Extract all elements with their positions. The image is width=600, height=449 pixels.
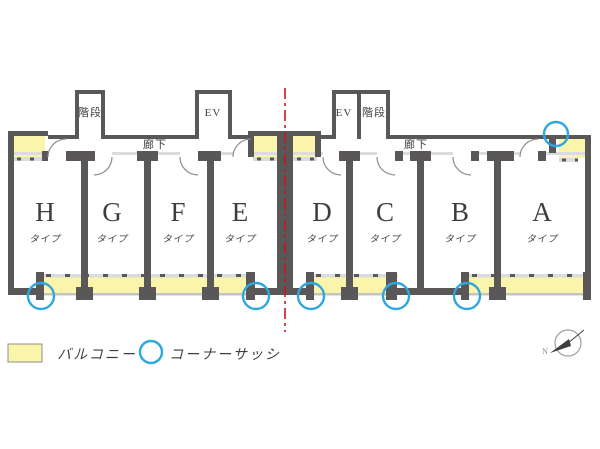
unit-letter-F: F — [170, 197, 185, 227]
door-arc-E — [232, 138, 252, 158]
compass-needle — [550, 339, 571, 353]
unit-labels: H タイプ G タイプ F タイプ E タイプ D タイプ C タイプ B タイ… — [29, 197, 559, 245]
compass: N — [542, 329, 585, 357]
stairs-left-label: 階段 — [78, 105, 102, 119]
door-arc-F — [179, 156, 199, 176]
corridor-right-label: 廊下 — [404, 137, 428, 151]
balcony-top-center-D — [293, 136, 317, 157]
legend-corner-sash-circle — [138, 339, 164, 365]
walls — [8, 90, 591, 300]
unit-type-E: タイプ — [224, 234, 257, 245]
door-arc-H — [47, 138, 67, 158]
unit-letter-C: C — [376, 197, 394, 227]
unit-type-B: タイプ — [444, 234, 477, 245]
unit-letter-A: A — [532, 197, 552, 227]
stairs-right-label: 階段 — [362, 105, 386, 119]
balcony-top-right-A — [559, 139, 585, 158]
corridor-left-label: 廊下 — [143, 137, 167, 151]
unit-letter-B: B — [451, 197, 469, 227]
compass-ring — [554, 329, 582, 357]
corner-sash-circles — [26, 120, 570, 311]
unit-type-F: タイプ — [162, 234, 195, 245]
unit-type-H: タイプ — [29, 234, 62, 245]
door-arc-B — [452, 156, 472, 176]
corner-sash-E-bottom-right — [241, 281, 271, 311]
balcony-bottom-right — [468, 277, 583, 294]
door-arc-C — [376, 156, 396, 176]
compass-north-label: N — [542, 347, 548, 356]
legend: バルコニー コーナーサッシ — [7, 339, 281, 365]
corner-sash-H-bottom-left — [26, 281, 56, 311]
unit-letter-G: G — [102, 197, 122, 227]
door-arc-A — [519, 138, 539, 158]
elevator-right-label: EV — [336, 107, 353, 119]
door-openings — [48, 149, 538, 159]
balcony-top-left-H — [13, 136, 45, 157]
unit-type-G: タイプ — [96, 234, 129, 245]
corner-sash-C-bottom-right — [381, 281, 411, 311]
unit-type-D: タイプ — [306, 234, 339, 245]
door-arc-G — [93, 156, 113, 176]
corner-sash-A-top-right — [542, 120, 570, 148]
door-arc-D — [322, 156, 342, 176]
balcony-top-center-E — [253, 136, 277, 157]
unit-letter-H: H — [35, 197, 55, 227]
corner-sash-B-bottom-right — [452, 281, 482, 311]
compass-needle-line — [567, 329, 585, 344]
legend-corner-sash-label: コーナーサッシ — [169, 348, 281, 363]
unit-letter-D: D — [312, 197, 332, 227]
unit-type-A: タイプ — [526, 234, 559, 245]
unit-letter-E: E — [232, 197, 249, 227]
door-swing-arcs — [47, 138, 539, 176]
legend-balcony-label: バルコニー — [57, 347, 137, 363]
legend-balcony-swatch — [7, 343, 43, 363]
unit-type-C: タイプ — [369, 234, 402, 245]
corner-sash-D-bottom-left — [296, 281, 326, 311]
elevator-left-label: EV — [205, 107, 222, 119]
window-ticks — [17, 157, 581, 277]
